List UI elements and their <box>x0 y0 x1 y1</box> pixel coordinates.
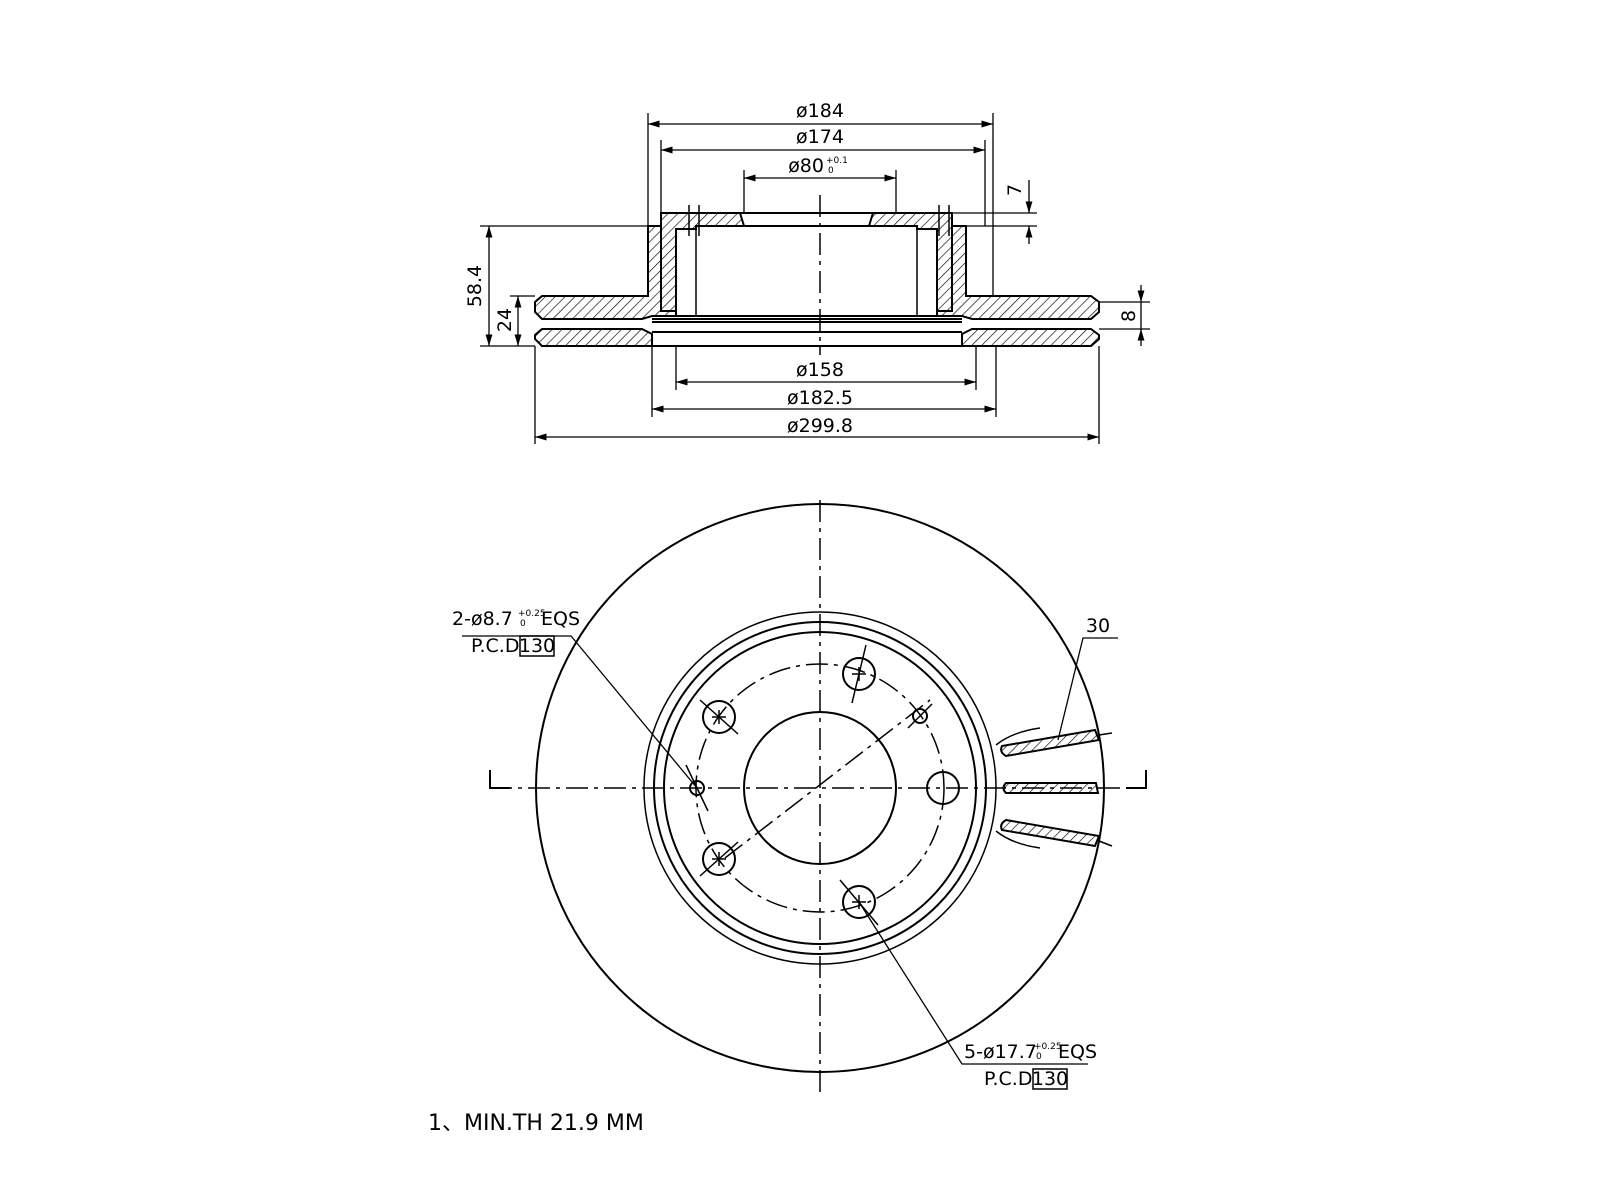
bolt-holes-pcd-label: P.C.D <box>984 1068 1032 1090</box>
dim-hat-thickness: 7 <box>1004 184 1026 196</box>
section-view: ø184 ø174 ø80 +0.1 0 7 58.4 24 8 <box>464 100 1150 444</box>
vane-middle <box>1002 782 1100 794</box>
dim-hat-inner: ø174 <box>796 126 844 148</box>
dim-center-bore-tol-upper: +0.1 <box>826 156 848 166</box>
dim-rotor-thickness: 24 <box>494 308 516 332</box>
bolt-hole-5 <box>842 885 876 919</box>
small-holes-tol-upper: +0.25 <box>518 609 546 619</box>
vane-angle-label: 30 <box>1086 615 1110 637</box>
plan-view: 30 2-ø8.7 +0.25 0 EQS P.C.D 130 5-ø17.7 … <box>452 500 1147 1095</box>
small-holes-tol-lower: 0 <box>520 619 526 629</box>
vane-lower <box>1000 818 1101 848</box>
bolt-hole-2 <box>702 700 736 734</box>
dim-friction-inner: ø182.5 <box>787 387 853 409</box>
bolt-holes-pcd-box <box>1032 1068 1068 1090</box>
bolt-holes-callout: 5-ø17.7 <box>964 1041 1037 1063</box>
bolt-holes-tol-upper: +0.25 <box>1034 1042 1062 1052</box>
small-holes-pcd-label: P.C.D <box>471 635 519 657</box>
dim-center-bore-tol-lower: 0 <box>828 166 834 176</box>
bolt-hole-4 <box>702 842 736 876</box>
bolt-hole-1 <box>842 657 876 691</box>
small-holes-pcd-box <box>519 635 555 657</box>
bolt-holes-pcd-value: 130 <box>1032 1068 1068 1090</box>
small-holes-eqs: EQS <box>541 608 580 630</box>
dim-outer-hat: ø184 <box>796 100 844 122</box>
small-holes-callout: 2-ø8.7 <box>452 608 513 630</box>
min-thickness-note: 1、MIN.TH 21.9 MM <box>428 1111 644 1136</box>
dim-total-height: 58.4 <box>464 265 486 307</box>
dim-center-bore: ø80 <box>788 155 824 177</box>
small-hole-2 <box>689 780 705 796</box>
bolt-hole-3 <box>926 771 960 805</box>
dim-outer-diameter: ø299.8 <box>787 415 853 437</box>
dim-friction-face: 8 <box>1118 310 1140 322</box>
small-holes-pcd-value: 130 <box>519 635 555 657</box>
vane-upper <box>1000 728 1101 758</box>
bolt-holes-eqs: EQS <box>1058 1041 1097 1063</box>
bolt-holes-tol-lower: 0 <box>1036 1052 1042 1062</box>
small-hole-1 <box>912 708 928 724</box>
dim-inner-ring: ø158 <box>796 359 844 381</box>
